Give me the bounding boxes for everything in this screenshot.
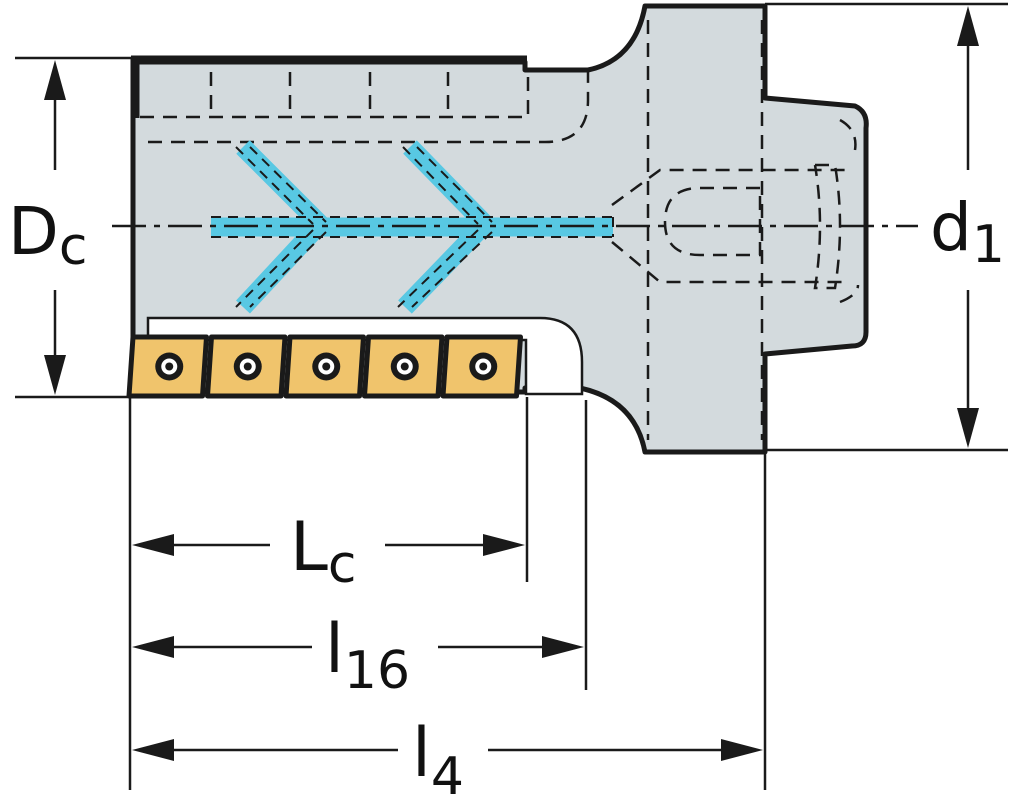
coolant-bore-hidden [148,72,590,144]
insert-pocket-hidden-top [140,72,530,119]
dc-label-main: D [8,193,59,270]
l16-label-main: l [325,610,344,689]
coolant-edge [235,146,327,225]
coolant-edge [402,146,493,225]
l4-label: l4 [412,714,464,807]
dc-label: Dc [8,193,87,277]
screw-head-hidden [663,186,762,257]
lc-arrow-right [483,534,525,556]
coolant-branch-2 [398,140,499,314]
l16-label: l16 [325,610,410,701]
d1-label-sub: 1 [972,215,1005,275]
l4-label-main: l [412,714,431,793]
insert-screw-core [165,362,174,371]
d1-arrow-top [957,6,979,46]
coolant-edge [235,229,327,308]
insert-row [126,334,523,399]
insert-screw-core [400,362,409,371]
insert-screw-core [479,362,488,371]
arrowheads [44,6,979,761]
l4-arrow-left [132,739,174,761]
d1-arrow-bottom [957,408,979,448]
insert-screw-core [322,362,331,371]
coolant-edge [397,229,493,308]
l16-arrow-right [542,636,584,658]
insert-screw-core [243,362,252,371]
coolant-branch-1 [236,140,334,314]
d1-label-main: d [930,189,972,266]
shank-chamfer-hidden [839,118,860,304]
lc-label: Lc [290,508,356,595]
hidden-lines [140,20,860,440]
d1-label: d1 [930,189,1005,275]
l16-arrow-left [132,636,174,658]
lc-arrow-left [132,534,174,556]
drive-slot-hidden [813,163,842,290]
dc-arrow-top [44,60,66,100]
dc-arrow-bottom [44,355,66,395]
lc-label-main: L [290,508,328,587]
l4-label-sub: 4 [431,747,464,807]
dimension-labels: Dc d1 Lc l16 l4 [8,189,1005,807]
l4-arrow-right [721,739,763,761]
l16-label-sub: 16 [344,641,410,701]
arbor-hole-hidden [611,168,845,284]
dc-label-sub: c [59,217,88,277]
lc-label-sub: c [328,535,357,595]
